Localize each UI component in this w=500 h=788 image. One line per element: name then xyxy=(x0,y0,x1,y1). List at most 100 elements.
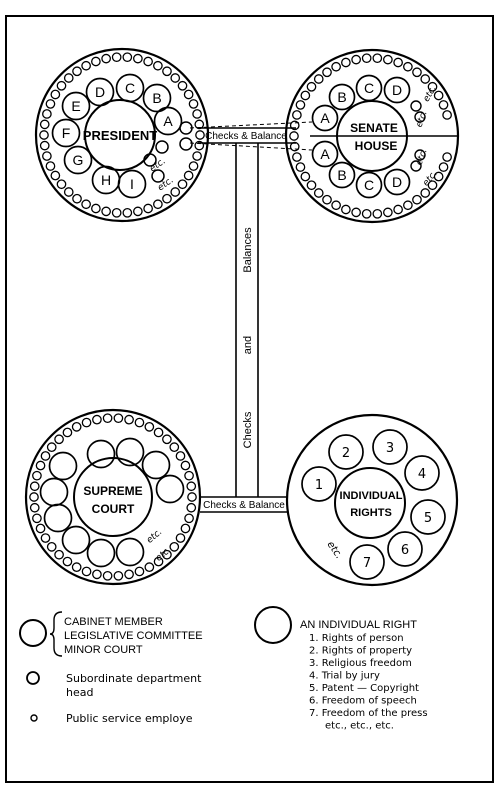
employee-dot xyxy=(383,54,393,65)
employee-dot xyxy=(42,151,52,161)
court-employee-ring xyxy=(29,413,197,581)
employee-dot xyxy=(111,52,122,63)
subordinate-head xyxy=(414,111,426,123)
dashed-link-2 xyxy=(189,142,313,151)
subordinate-head xyxy=(410,160,422,172)
employee-dot xyxy=(124,569,134,580)
legend-right-item-3: 3. Religious freedom xyxy=(309,658,412,669)
outer-frame xyxy=(5,15,494,783)
employee-dot xyxy=(153,427,164,438)
house-committee-c xyxy=(355,171,383,199)
supreme-court-group: SUPREME COURT etc.etc. xyxy=(24,408,202,586)
employee-dot xyxy=(412,194,422,205)
employee-dot xyxy=(412,67,422,78)
legend-cabinet-member: CABINET MEMBER xyxy=(64,616,163,628)
cabinet-member-a xyxy=(153,106,183,136)
employee-dot xyxy=(144,562,155,572)
right-number-1: 1 xyxy=(315,478,323,493)
legend-legislative-committee: LEGISLATIVE COMMITTEE xyxy=(64,630,203,642)
cabinet-letter-g: G xyxy=(73,152,84,168)
minor-court-8 xyxy=(61,525,91,555)
right-number-4: 4 xyxy=(418,467,426,482)
legend-public-service: Public service employe xyxy=(66,712,193,725)
subordinate-head xyxy=(143,153,157,167)
senate-letter-d: D xyxy=(392,82,402,98)
employee-dot xyxy=(81,199,91,210)
cabinet-letter-d: D xyxy=(95,84,105,100)
rights-etc: etc. xyxy=(325,539,345,561)
employee-dot xyxy=(56,80,67,91)
employee-dot xyxy=(162,193,172,204)
employee-dot xyxy=(62,556,73,567)
rights-center-circle xyxy=(334,467,406,539)
legend: CABINET MEMBER LEGISLATIVE COMMITTEE MIN… xyxy=(19,606,428,732)
cabinet-member-e xyxy=(61,91,91,121)
employee-dot xyxy=(35,523,46,534)
employee-dot xyxy=(393,57,403,68)
employee-dot xyxy=(438,162,449,172)
minor-court-6 xyxy=(39,477,69,507)
president-outer-ring xyxy=(34,47,210,223)
employee-dot xyxy=(32,513,42,524)
employee-dot xyxy=(50,170,61,181)
employee-dot xyxy=(186,481,197,492)
employee-dot xyxy=(81,60,91,71)
employee-dot xyxy=(192,151,202,161)
employee-dot xyxy=(35,460,46,471)
legend-right-item-7: 7. Freedom of the press xyxy=(309,708,428,719)
employee-dot xyxy=(322,67,332,78)
employee-dot xyxy=(101,206,111,217)
employee-dot xyxy=(177,179,188,190)
employee-dot xyxy=(180,460,191,471)
employee-dot xyxy=(56,179,67,190)
employee-dot xyxy=(45,161,56,171)
employee-dot xyxy=(361,53,372,64)
employee-dot xyxy=(170,187,181,197)
minor-court-9 xyxy=(86,538,116,568)
minor-court-7 xyxy=(43,503,73,533)
right-number-5: 5 xyxy=(424,511,432,526)
employee-dot xyxy=(184,470,194,481)
employee-dot xyxy=(295,100,306,110)
employee-dot xyxy=(289,120,300,131)
subordinate-head xyxy=(410,100,422,112)
employee-dot xyxy=(144,422,155,432)
right-circle-2 xyxy=(328,434,364,470)
employee-dot xyxy=(111,207,122,218)
minor-court-5 xyxy=(48,451,78,481)
employee-dot xyxy=(153,556,164,567)
right-number-3: 3 xyxy=(386,441,394,456)
legend-medium-circle xyxy=(26,671,40,685)
employee-dot xyxy=(433,90,444,101)
cabinet-member-b xyxy=(142,83,172,113)
legend-right-item-1: 1. Rights of person xyxy=(309,633,404,644)
senate-committee-b xyxy=(328,83,356,111)
employee-dot xyxy=(341,57,351,68)
employee-dot xyxy=(442,110,452,120)
house-letter-c: C xyxy=(364,177,374,193)
employee-dot xyxy=(192,109,202,119)
employee-dot xyxy=(40,451,51,461)
employee-dot xyxy=(122,52,133,63)
employee-dot xyxy=(186,502,197,513)
cabinet-letter-h: H xyxy=(101,172,111,188)
employee-dot xyxy=(62,427,73,438)
employee-dot xyxy=(29,481,40,492)
employee-dot xyxy=(341,204,351,215)
legend-right-item-5: 5. Patent — Copyright xyxy=(309,683,419,694)
legend-right-item-6: 6. Freedom of speech xyxy=(309,696,417,707)
employee-dot xyxy=(91,56,101,67)
house-committee-a xyxy=(311,140,339,168)
cabinet-letter-a: A xyxy=(163,113,173,129)
employee-dot xyxy=(420,74,431,84)
right-circle-4 xyxy=(404,455,440,491)
vertical-and-label: and xyxy=(242,336,254,354)
right-number-6: 6 xyxy=(401,543,409,558)
employee-dot xyxy=(438,100,449,110)
subordinate-head xyxy=(155,140,169,154)
employee-dot xyxy=(54,434,64,445)
employee-dot xyxy=(306,180,317,191)
congress-employee-ring xyxy=(289,53,452,219)
employee-dot xyxy=(313,74,324,84)
employee-dot xyxy=(29,492,39,502)
